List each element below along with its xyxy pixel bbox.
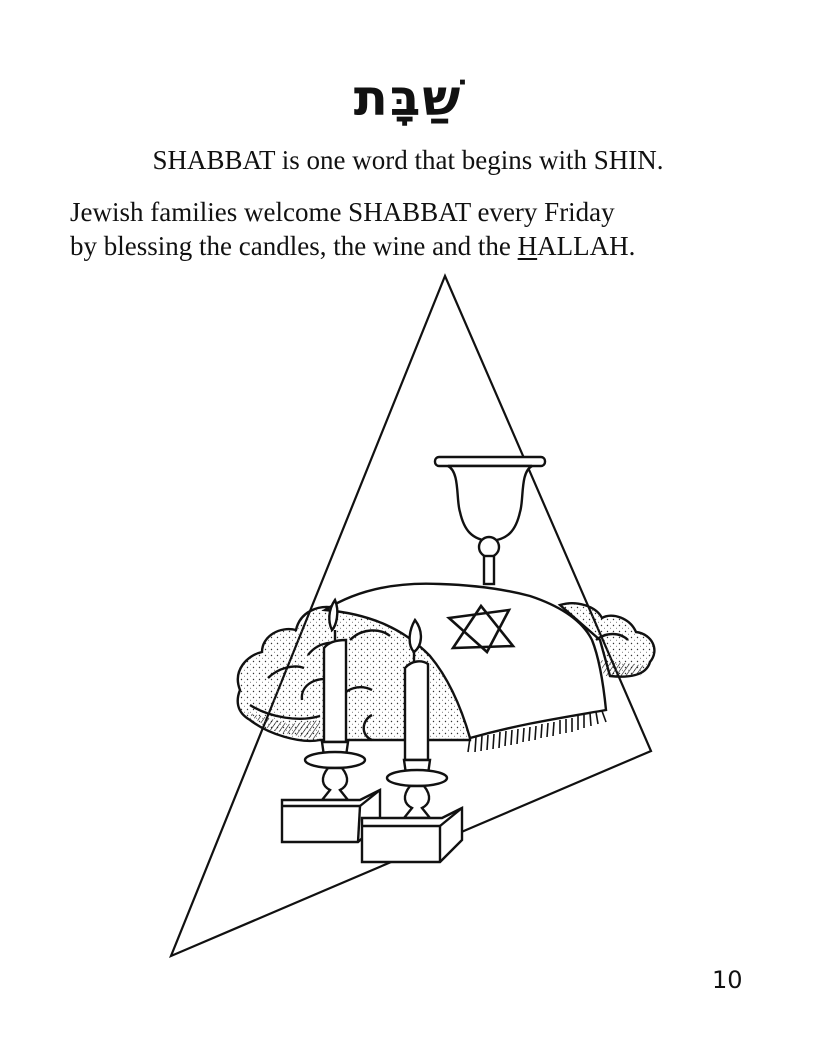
- body-line-1: Jewish families welcome SHABBAT every Fr…: [70, 197, 615, 227]
- body-line-2: by blessing the candles, the wine and th…: [70, 230, 635, 262]
- star-of-david: [446, 603, 516, 655]
- underlined-letter: H: [517, 231, 538, 261]
- body-line-2-suffix: ALLAH.: [537, 231, 636, 261]
- candle-right: [360, 617, 464, 864]
- body-line-2-prefix: by blessing the candles, the wine and th…: [70, 231, 518, 261]
- page-number: 10: [712, 966, 743, 994]
- hebrew-title: שַׁבָּת: [353, 69, 463, 127]
- intro-sentence: SHABBAT is one word that begins with SHI…: [152, 145, 664, 175]
- kiddush-cup: [433, 455, 547, 586]
- hallah-cover: [321, 582, 608, 753]
- cover-fringe: [467, 710, 607, 753]
